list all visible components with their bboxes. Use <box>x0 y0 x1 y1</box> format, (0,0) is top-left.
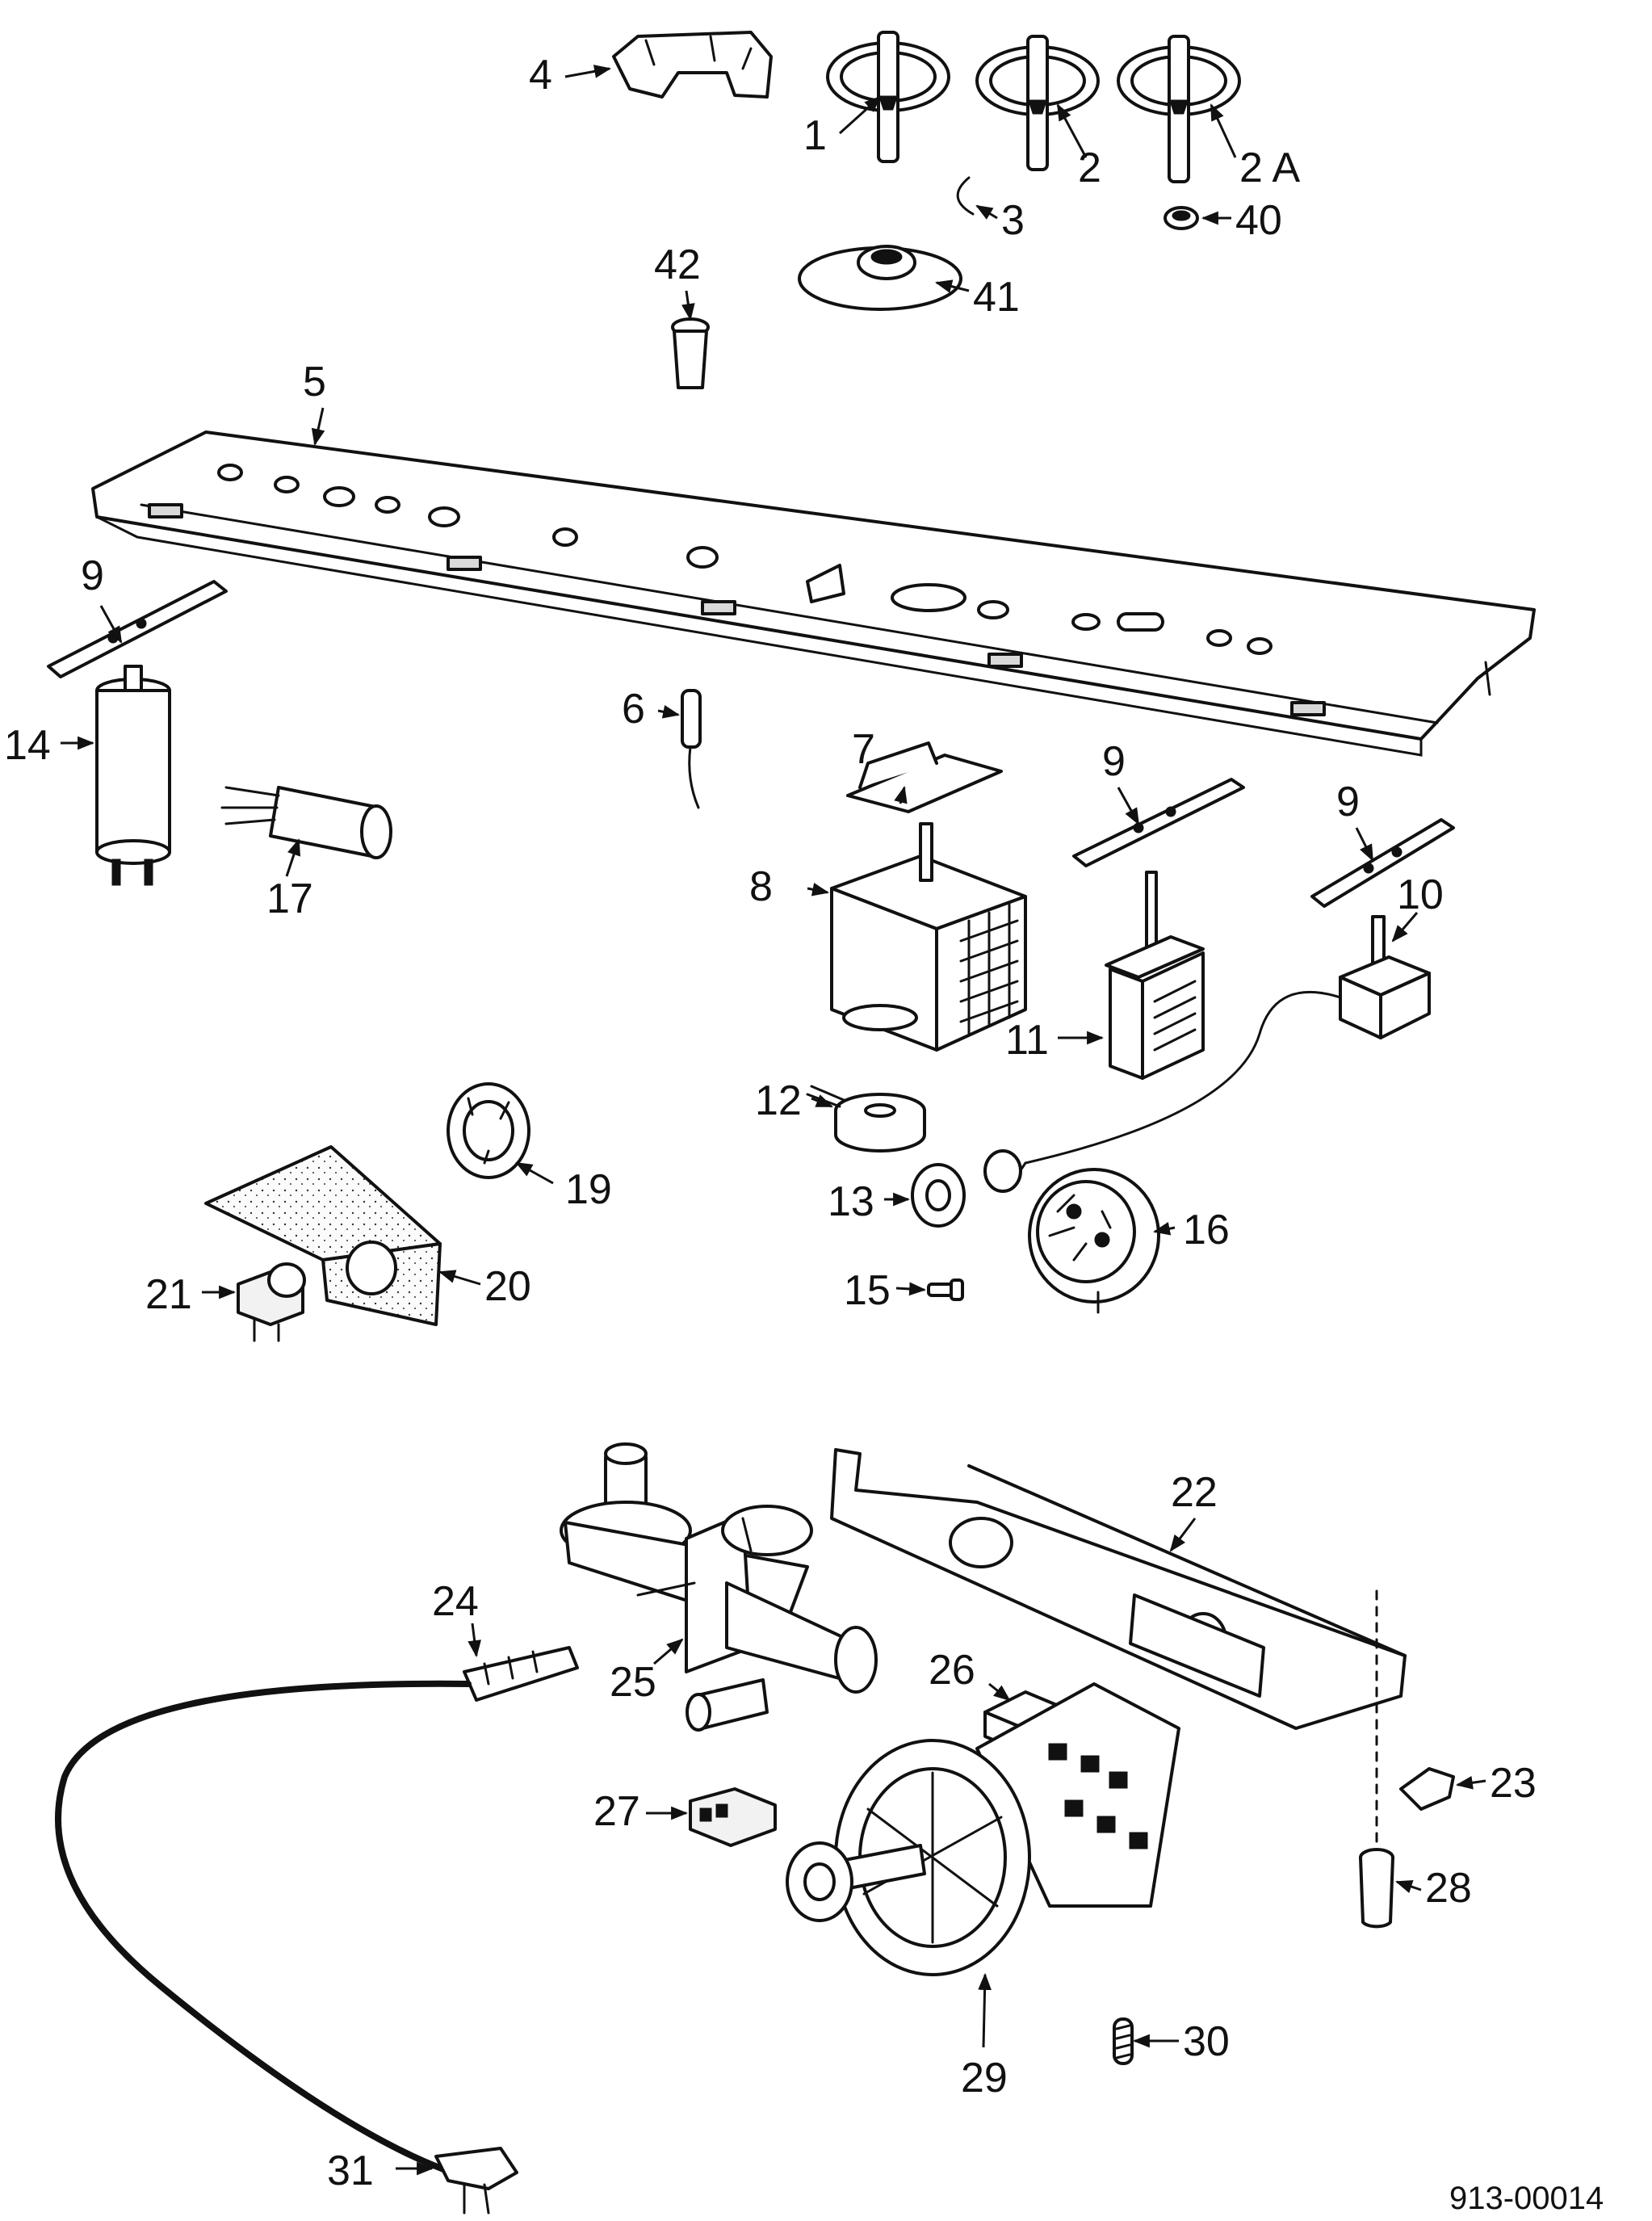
part-9-bracket-mid <box>1072 778 1245 867</box>
callout-6: 6 <box>622 686 645 733</box>
callout-2a: 2 A <box>1239 145 1300 191</box>
part-21-terminal <box>237 1262 306 1342</box>
callout-21: 21 <box>145 1271 192 1318</box>
callout-7: 7 <box>852 726 875 773</box>
part-40-ring <box>1164 206 1199 230</box>
callout-30: 30 <box>1183 2018 1230 2065</box>
callout-29: 29 <box>961 2055 1008 2101</box>
part-13-bush <box>911 1149 1022 1228</box>
callout-2: 2 <box>1078 145 1101 191</box>
callout-27: 27 <box>593 1788 640 1835</box>
callout-23: 23 <box>1490 1760 1537 1807</box>
callout-24: 24 <box>432 1578 479 1625</box>
part-12-coil <box>806 1085 926 1152</box>
part-11-selector-switch <box>1105 871 1205 1080</box>
callout-15: 15 <box>844 1267 891 1314</box>
callout-17: 17 <box>266 875 313 922</box>
callout-14: 14 <box>4 722 51 769</box>
callout-41: 41 <box>973 274 1020 321</box>
callout-11: 11 <box>1005 1017 1049 1064</box>
callout-8: 8 <box>749 863 773 910</box>
callout-9-right: 9 <box>1336 779 1360 825</box>
part-31-plug-cable <box>55 1680 518 2215</box>
part-4-clip <box>612 31 773 99</box>
callout-13: 13 <box>828 1178 874 1225</box>
callout-12: 12 <box>755 1077 802 1124</box>
part-7-bracket <box>846 741 1003 813</box>
part-41-disc <box>798 245 962 311</box>
reference-code: 913-00014 <box>1449 2181 1604 2216</box>
callout-31: 31 <box>327 2148 374 2194</box>
part-25-water-valve <box>560 1442 878 1732</box>
callout-10: 10 <box>1397 871 1444 918</box>
part-2-knob <box>975 35 1100 171</box>
part-14-capacitor <box>95 665 171 886</box>
callout-22: 22 <box>1171 1469 1218 1516</box>
part-42-button <box>671 317 710 389</box>
part-1-knob <box>826 31 950 163</box>
part-30-spring <box>1113 2017 1134 2065</box>
callout-42: 42 <box>654 241 701 288</box>
part-2a-knob <box>1117 35 1241 183</box>
part-9-bracket-right <box>1310 818 1455 908</box>
callout-28: 28 <box>1425 1865 1472 1912</box>
callout-20: 20 <box>484 1263 531 1310</box>
callout-5: 5 <box>303 359 326 405</box>
part-9-bracket-left <box>47 580 228 678</box>
callout-leaders <box>61 65 1486 2176</box>
part-22-motor-bracket <box>830 1448 1407 1730</box>
callout-40: 40 <box>1235 197 1282 244</box>
part-15-screw <box>927 1278 964 1301</box>
part-17-suppressor <box>220 786 392 859</box>
callout-25: 25 <box>610 1659 656 1706</box>
callout-4: 4 <box>529 52 552 99</box>
part-29-motor <box>786 1682 1180 1976</box>
part-24-terminal-block <box>463 1646 579 1702</box>
callout-labels: 1 2 2 A 3 4 5 6 7 8 9 9 9 9 10 11 12 13 … <box>4 52 1537 2194</box>
part-27-connector <box>689 1787 777 1847</box>
part-6-lamp <box>681 689 702 809</box>
callout-9-mid: 9 <box>1102 738 1126 785</box>
callout-19: 19 <box>565 1166 612 1213</box>
callout-1: 1 <box>803 112 827 159</box>
callout-9-left: 9 <box>81 552 104 599</box>
callout-16: 16 <box>1183 1207 1230 1253</box>
part-19-ring <box>447 1082 530 1179</box>
part-8-timer <box>830 822 1027 1052</box>
part-23-clip <box>1399 1767 1455 1811</box>
part-10-thermostat <box>1016 915 1431 1177</box>
callout-26: 26 <box>929 1647 975 1694</box>
part-5-control-panel <box>91 430 1536 757</box>
callout-3: 3 <box>1001 197 1025 244</box>
part-16-pressure-switch <box>1028 1168 1160 1314</box>
part-3-spring <box>956 176 975 216</box>
part-28-foot <box>1359 1848 1394 1929</box>
part-20-mat <box>204 1145 442 1326</box>
